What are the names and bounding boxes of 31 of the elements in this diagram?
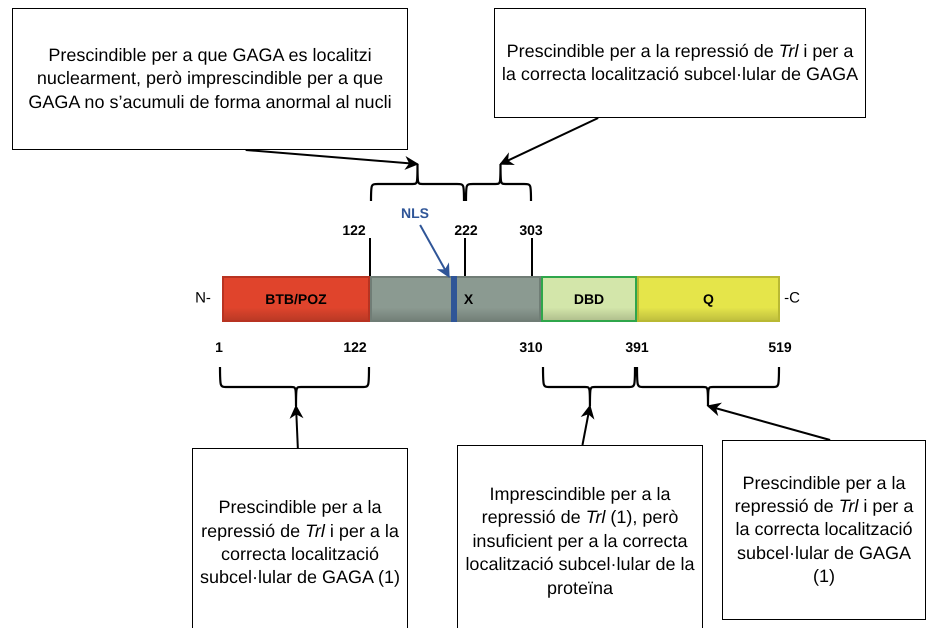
residue-number: 303 [519,222,543,238]
residue-number: 391 [625,339,649,355]
residue-number: 122 [342,222,366,238]
arrow [246,149,419,170]
residue-number: 310 [519,339,543,355]
arrow [419,224,450,278]
residue-number: 519 [768,339,792,355]
annotation-box: Imprescindible per a la repressió de Trl (1), però insuficient per a la correcta localització subcel·lular de la proteïna [457,445,703,628]
annotation-box: Prescindible per a la repressió de Trl i per a la correcta localització subcel·lular de GAGA [494,8,866,118]
domain-label: BTB/POZ [265,291,327,307]
dbd-domain [541,276,637,322]
residue-number: 222 [454,222,478,238]
annotation-box: Prescindible per a la repressió de Trl i per a la correcta localització subcel·lular de GAGA (1) [722,440,926,620]
arrow [706,402,830,441]
domain-label: X [464,291,474,307]
residue-number: 1 [215,339,223,355]
terminus-label: N- [195,290,211,306]
terminus-label: -C [784,290,800,306]
x-domain [370,276,541,322]
q-domain [637,276,780,322]
arrow [580,404,594,446]
btb-poz-domain [222,276,370,322]
domain-label: DBD [574,291,604,307]
annotation-box: Prescindible per a la repressió de Trl i per a la correcta localització subcel·lular de GAGA (1) [192,448,408,628]
nls-label: NLS [398,205,432,225]
domain-label: Q [703,291,714,307]
annotation-box: Prescindible per a que GAGA es localitzi nuclearment, però imprescindible per a que GAGA no s’acumuli de forma anormal al nucli [12,8,408,150]
nls-band [451,276,457,322]
arrow [499,117,599,165]
arrow [290,404,304,448]
residue-number: 122 [343,339,367,355]
